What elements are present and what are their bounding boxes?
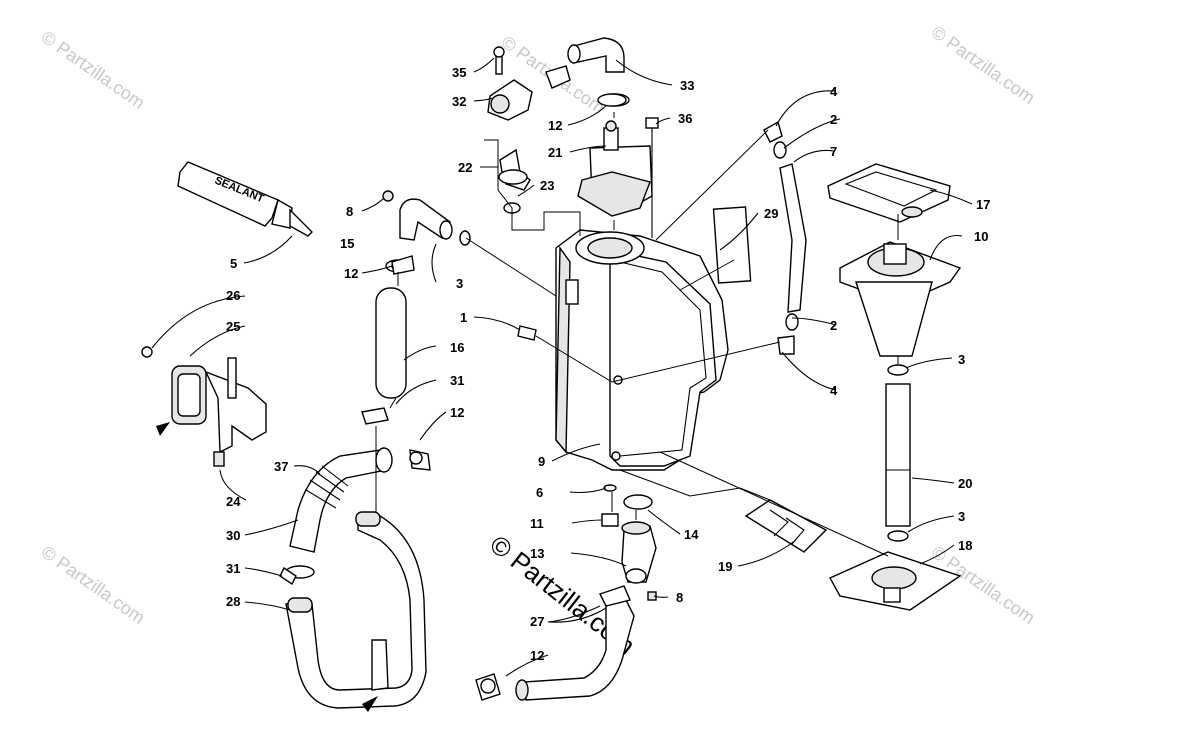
part-gasket-29 bbox=[712, 206, 752, 284]
callout-18: 18 bbox=[958, 538, 972, 553]
callout-16: 16 bbox=[450, 340, 464, 355]
callout-8b: 8 bbox=[676, 590, 683, 605]
callout-4b: 4 bbox=[830, 383, 838, 398]
part-insert-19 bbox=[744, 499, 828, 553]
watermark-bottom-left: © Partzilla.com bbox=[38, 542, 149, 628]
callout-33: 33 bbox=[680, 78, 694, 93]
callout-10: 10 bbox=[974, 229, 988, 244]
callout-numbers: 1 2 2 3 3 3 4 4 5 6 7 8 8 9 10 11 12 12 … bbox=[226, 65, 990, 663]
callout-2a: 2 bbox=[830, 112, 837, 127]
callout-1: 1 bbox=[460, 310, 467, 325]
callout-5: 5 bbox=[230, 256, 237, 271]
callout-21: 21 bbox=[548, 145, 562, 160]
callout-2b: 2 bbox=[830, 318, 837, 333]
callout-24: 24 bbox=[226, 494, 241, 509]
callout-19: 19 bbox=[718, 559, 732, 574]
callout-15: 15 bbox=[340, 236, 354, 251]
part-sealant-tube: SEALANT bbox=[177, 161, 313, 237]
part-bolts bbox=[517, 117, 659, 341]
part-hose-7 bbox=[763, 120, 807, 355]
callout-3a: 3 bbox=[456, 276, 463, 291]
callout-37: 37 bbox=[274, 459, 288, 474]
part-cap-21 bbox=[577, 120, 653, 217]
callout-31b: 31 bbox=[226, 561, 240, 576]
arrow-indicator bbox=[156, 422, 170, 436]
callout-17: 17 bbox=[976, 197, 990, 212]
assembly-lines bbox=[375, 112, 899, 557]
part-drain-fittings bbox=[601, 484, 657, 584]
watermark-top-left: © Partzilla.com bbox=[38, 27, 149, 113]
part-hose-28 bbox=[285, 511, 427, 712]
part-plate-18 bbox=[829, 551, 962, 611]
callout-20: 20 bbox=[958, 476, 972, 491]
callout-26: 26 bbox=[226, 288, 240, 303]
callout-7: 7 bbox=[830, 144, 837, 159]
callout-12c: 12 bbox=[450, 405, 464, 420]
part-clamps bbox=[391, 93, 627, 275]
callout-27: 27 bbox=[530, 614, 544, 629]
part-pipe-20 bbox=[885, 364, 911, 542]
part-pump-10 bbox=[839, 241, 962, 357]
callout-13: 13 bbox=[530, 546, 544, 561]
callout-8a: 8 bbox=[346, 204, 353, 219]
part-hose-27 bbox=[475, 585, 657, 701]
callout-11: 11 bbox=[530, 516, 544, 531]
callout-22: 22 bbox=[458, 160, 472, 175]
callout-32: 32 bbox=[452, 94, 466, 109]
part-bracket-assembly bbox=[141, 346, 267, 467]
part-hose-16 bbox=[361, 259, 411, 425]
callout-3b: 3 bbox=[958, 352, 965, 367]
callout-leaders bbox=[151, 57, 973, 677]
callout-29: 29 bbox=[764, 206, 778, 221]
callout-23: 23 bbox=[540, 178, 554, 193]
callout-12a: 12 bbox=[344, 266, 358, 281]
part-plate-17 bbox=[827, 163, 951, 223]
callout-28: 28 bbox=[226, 594, 240, 609]
callout-36: 36 bbox=[678, 111, 692, 126]
callout-30: 30 bbox=[226, 528, 240, 543]
callout-35: 35 bbox=[452, 65, 466, 80]
callout-3c: 3 bbox=[958, 509, 965, 524]
part-fitting-32 bbox=[487, 37, 630, 121]
part-filler-cap-22 bbox=[498, 148, 531, 214]
callout-14: 14 bbox=[684, 527, 699, 542]
watermark-top-right: © Partzilla.com bbox=[928, 22, 1039, 108]
part-coolant-tank bbox=[555, 229, 729, 471]
callout-6: 6 bbox=[536, 485, 543, 500]
part-hose-37-30 bbox=[279, 447, 431, 586]
callout-12d: 12 bbox=[530, 648, 544, 663]
callout-25: 25 bbox=[226, 319, 240, 334]
arrow-indicator-2 bbox=[362, 696, 378, 712]
callout-4a: 4 bbox=[830, 84, 838, 99]
callout-12b: 12 bbox=[548, 118, 562, 133]
callout-9: 9 bbox=[538, 454, 545, 469]
callout-31a: 31 bbox=[450, 373, 464, 388]
part-elbow-fitting bbox=[382, 190, 471, 246]
